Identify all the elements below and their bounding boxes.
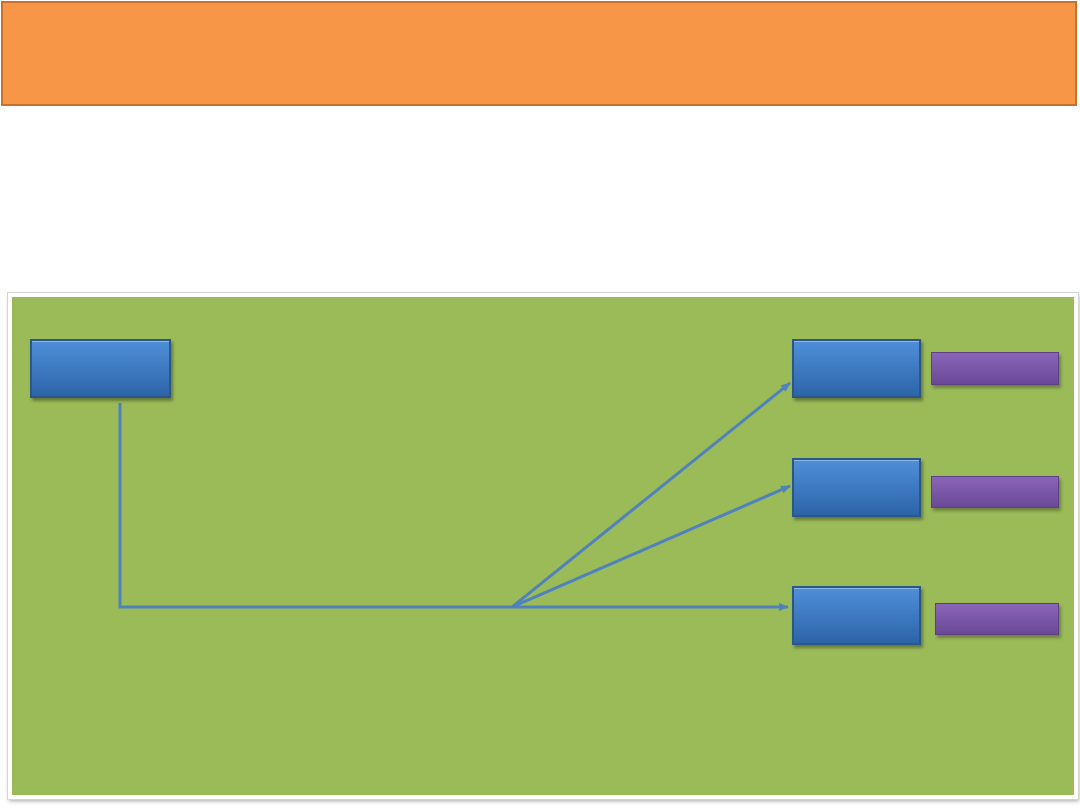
source-node (30, 339, 171, 398)
tag-2 (931, 476, 1059, 508)
target-node-1 (792, 339, 921, 398)
title-banner (1, 1, 1077, 106)
target-node-3 (792, 586, 921, 645)
tag-1 (931, 352, 1059, 385)
target-node-2 (792, 458, 921, 517)
tag-3 (935, 603, 1059, 635)
